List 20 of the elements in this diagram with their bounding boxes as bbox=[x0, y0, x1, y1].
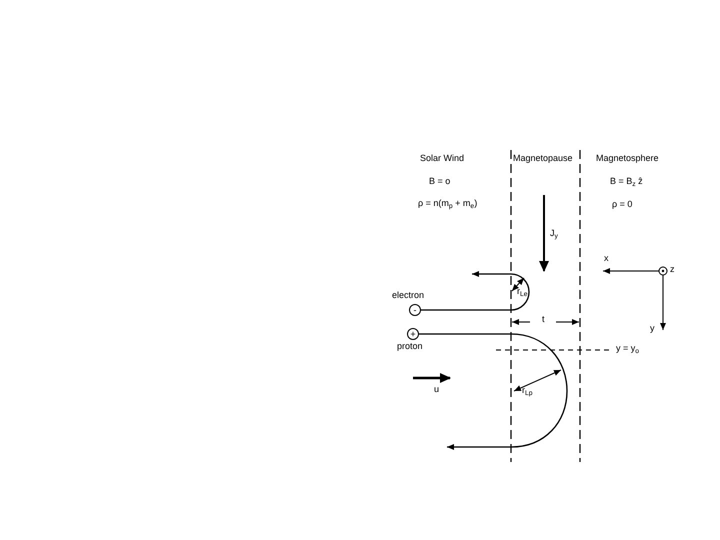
diagram-label: x bbox=[604, 254, 608, 263]
diagram-label: J$_{y}$ bbox=[550, 229, 558, 238]
particle-label: electron bbox=[392, 291, 424, 300]
diagram-label: B = o bbox=[429, 177, 450, 186]
trajectory-arrow bbox=[419, 333, 568, 450]
particle-label: proton bbox=[397, 342, 423, 351]
diagram-label: Solar Wind bbox=[420, 154, 464, 163]
diagram-label: B = B$_{z}$ ẑ bbox=[610, 177, 643, 186]
diagram-label: y bbox=[650, 324, 654, 333]
diagram-label: r$_{Lp}$ bbox=[522, 386, 533, 395]
diagram-label: r$_{Le}$ bbox=[517, 287, 528, 296]
diagram-label: z bbox=[670, 265, 674, 274]
diagram-label: ρ = n(m$_{p}$ + m$_{e}$) bbox=[418, 199, 478, 208]
diagram-label: y = y$_{o}$ bbox=[616, 344, 640, 353]
diagram-label: Magnetopause bbox=[513, 154, 573, 163]
diagram-label: u bbox=[434, 385, 440, 394]
trajectory-arrow bbox=[421, 271, 530, 311]
diagram-label: t bbox=[542, 315, 545, 324]
diagram-label: ρ = 0 bbox=[612, 200, 632, 209]
diagram-label: Magnetosphere bbox=[596, 154, 659, 163]
